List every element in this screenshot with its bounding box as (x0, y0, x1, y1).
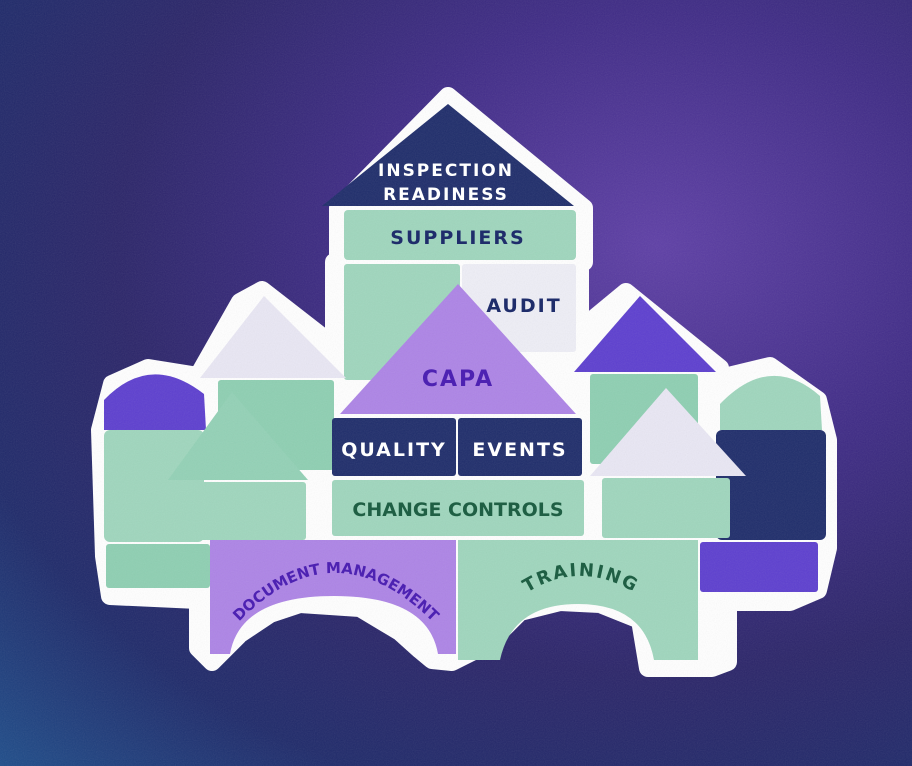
capa-label: CAPA (422, 367, 494, 392)
readiness-label: READINESS (383, 185, 509, 205)
events-label: EVENTS (472, 439, 567, 461)
suppliers-label: SUPPLIERS (390, 227, 525, 249)
change-controls-label: CHANGE CONTROLS (352, 499, 563, 521)
inspection-label: INSPECTION (378, 161, 514, 181)
quality-label: QUALITY (341, 439, 447, 461)
audit-label: AUDIT (486, 295, 561, 317)
